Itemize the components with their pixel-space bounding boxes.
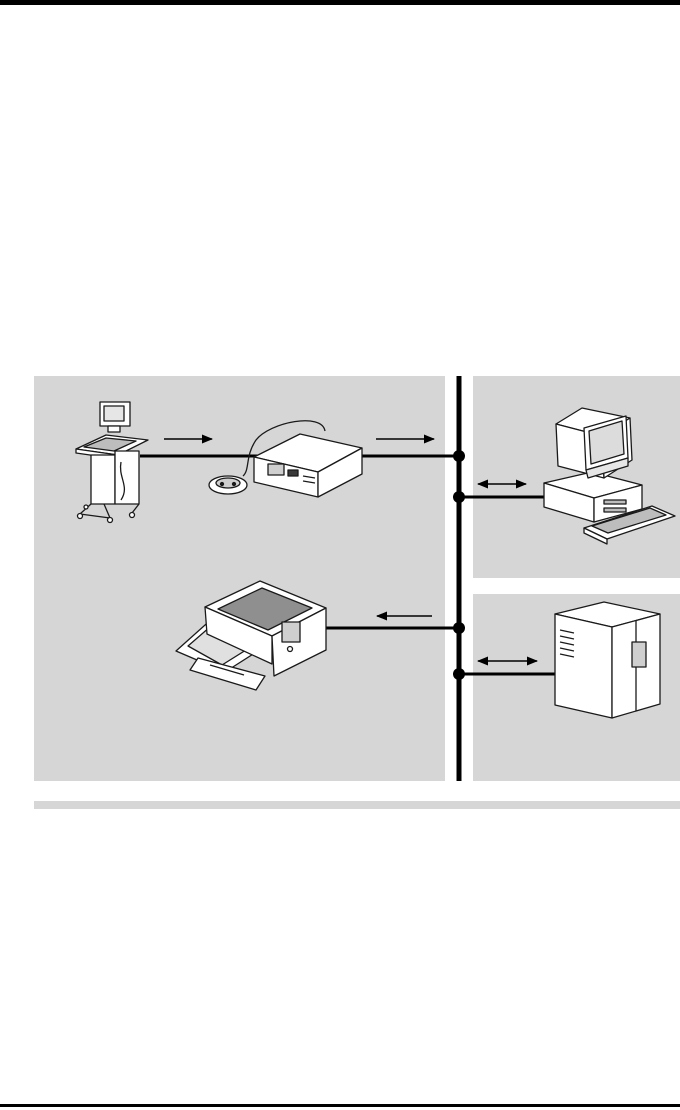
desktop-computer-icon: [544, 408, 675, 544]
junction-dot: [453, 450, 465, 462]
ultrasound-cart-icon: [76, 402, 148, 523]
junction-dot: [453, 491, 465, 503]
server-tower-icon: [555, 602, 660, 718]
junction-dot: [453, 622, 465, 634]
video-converter-icon: [209, 421, 362, 497]
junction-dot: [453, 668, 465, 680]
printer-icon: [176, 581, 326, 690]
